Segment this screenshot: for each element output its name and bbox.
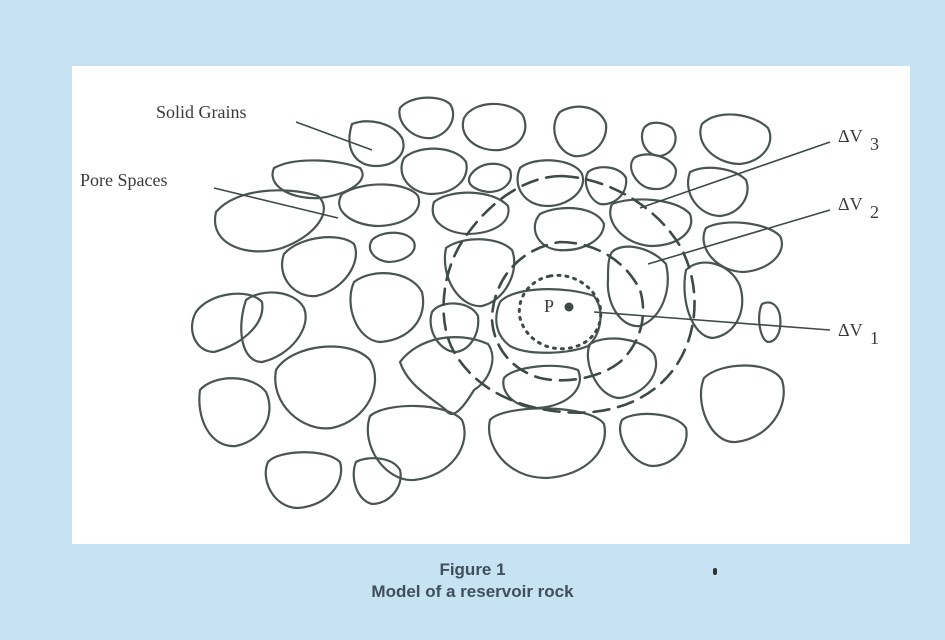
solid-grains-label: Solid Grains xyxy=(156,102,247,122)
delta-v1-subscript: 1 xyxy=(870,328,879,348)
volume-boundaries xyxy=(444,176,695,413)
grain xyxy=(282,237,356,296)
grain xyxy=(701,366,784,443)
stray-mark xyxy=(713,568,717,575)
delta-v1-text: ΔV xyxy=(838,320,863,340)
reservoir-rock-diagram: P Solid Grains Pore Spaces ΔV 3 ΔV 2 xyxy=(72,66,910,544)
grain xyxy=(192,294,262,352)
delta-v2-text: ΔV xyxy=(838,194,863,214)
grain xyxy=(354,458,401,504)
figure-caption-subtitle: Model of a reservoir rock xyxy=(0,582,945,602)
delta-v2-label: ΔV 2 xyxy=(838,194,879,222)
grain xyxy=(586,167,626,204)
pore-spaces-leader xyxy=(214,188,338,218)
grain xyxy=(469,164,511,192)
grain xyxy=(688,168,747,216)
grain xyxy=(275,347,375,429)
grain xyxy=(631,154,676,189)
delta-v2-subscript: 2 xyxy=(870,202,879,222)
grain xyxy=(554,107,606,157)
grain xyxy=(241,292,305,362)
delta-v3-text: ΔV xyxy=(838,126,863,146)
point-p-dot xyxy=(565,303,574,312)
grain xyxy=(370,233,415,262)
grain xyxy=(266,452,341,508)
figure-caption-title: Figure 1 xyxy=(0,560,945,580)
grain xyxy=(610,199,691,246)
grain xyxy=(399,98,453,139)
grain xyxy=(402,149,467,194)
grain xyxy=(350,273,423,342)
delta-v1-leader xyxy=(594,312,830,330)
grain xyxy=(431,303,479,352)
delta-v3-subscript: 3 xyxy=(870,134,879,154)
grain xyxy=(588,339,656,398)
grain xyxy=(620,414,687,466)
pore-spaces-label: Pore Spaces xyxy=(80,170,167,190)
grain xyxy=(349,121,403,166)
grain xyxy=(759,303,780,343)
grain xyxy=(642,123,676,156)
delta-v3-boundary xyxy=(444,176,695,413)
grain xyxy=(215,190,324,251)
delta-v1-label: ΔV 1 xyxy=(838,320,879,348)
grain xyxy=(273,160,363,198)
grain xyxy=(503,366,580,408)
grain xyxy=(535,208,604,250)
grain xyxy=(199,378,269,446)
solid-grains-leader xyxy=(296,122,372,150)
grain xyxy=(339,184,419,226)
grain xyxy=(368,406,465,480)
delta-v1-boundary xyxy=(519,275,600,348)
leader-lines xyxy=(214,122,830,330)
delta-v3-label: ΔV 3 xyxy=(838,126,879,154)
grain xyxy=(489,408,605,478)
point-p: P xyxy=(544,296,574,316)
point-p-label: P xyxy=(544,296,554,316)
figure-panel: P Solid Grains Pore Spaces ΔV 3 ΔV 2 xyxy=(72,66,910,544)
grain xyxy=(463,104,526,150)
grain xyxy=(700,114,770,164)
grain xyxy=(445,239,514,306)
